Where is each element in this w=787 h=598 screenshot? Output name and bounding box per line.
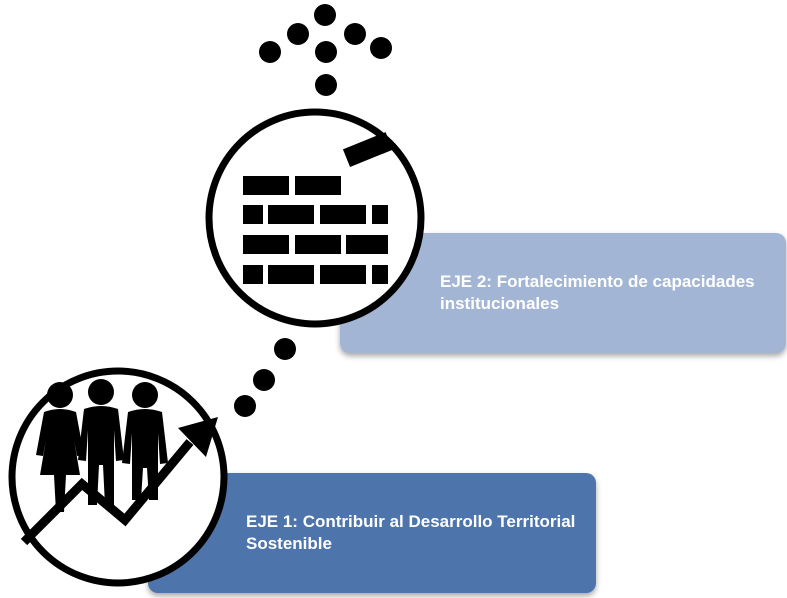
people-growth-icon: [8, 367, 228, 587]
eje2-label: EJE 2: Fortalecimiento de capacidades in…: [440, 272, 755, 313]
people-icon: [36, 379, 168, 512]
eje1-label: EJE 1: Contribuir al Desarrollo Territor…: [246, 512, 576, 553]
rising-arrow-icon: [20, 417, 218, 546]
dotted-path-lower: [234, 338, 296, 417]
brick-wall-icon: [205, 108, 425, 328]
dotted-arrow-up: [259, 4, 392, 96]
